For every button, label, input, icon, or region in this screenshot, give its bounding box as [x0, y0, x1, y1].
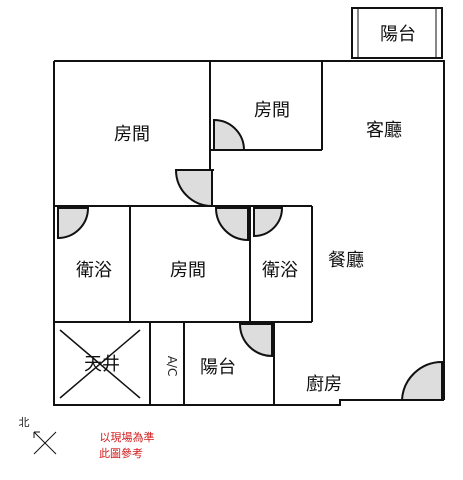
- door-bathroom-left: [57, 207, 90, 240]
- label-bedroom-top-left: 房間: [114, 124, 150, 145]
- door-balcony-bottom: [238, 323, 273, 358]
- label-living-room: 客廳: [366, 120, 402, 141]
- label-ac: A/C: [165, 356, 179, 377]
- label-kitchen: 廚房: [306, 373, 342, 395]
- north-indicator: 北: [19, 416, 57, 455]
- label-balcony-top: 陽台: [380, 24, 416, 45]
- label-bathroom-right: 衛浴: [262, 260, 298, 281]
- label-dining-room: 餐廳: [328, 250, 364, 271]
- label-balcony-bottom: 陽台: [200, 357, 236, 378]
- door-top-middle-bedroom: [213, 118, 246, 151]
- label-patio: 天井: [84, 354, 120, 375]
- door-bedroom-middle: [214, 207, 249, 242]
- note-line1: 以現場為準: [100, 430, 155, 444]
- label-bathroom-left: 衛浴: [76, 260, 112, 281]
- note-line2: 此圖參考: [99, 446, 143, 460]
- balcony-top: [351, 7, 443, 59]
- doors: [57, 118, 443, 401]
- label-bedroom-top-middle: 房間: [254, 100, 290, 121]
- door-kitchen: [400, 360, 443, 401]
- interior-walls: [54, 61, 323, 405]
- door-bathroom-right: [253, 207, 284, 238]
- patio-cross: [59, 329, 141, 399]
- north-label: 北: [19, 416, 30, 429]
- door-top-left-bedroom: [174, 169, 213, 208]
- label-bedroom-middle: 房間: [170, 260, 206, 281]
